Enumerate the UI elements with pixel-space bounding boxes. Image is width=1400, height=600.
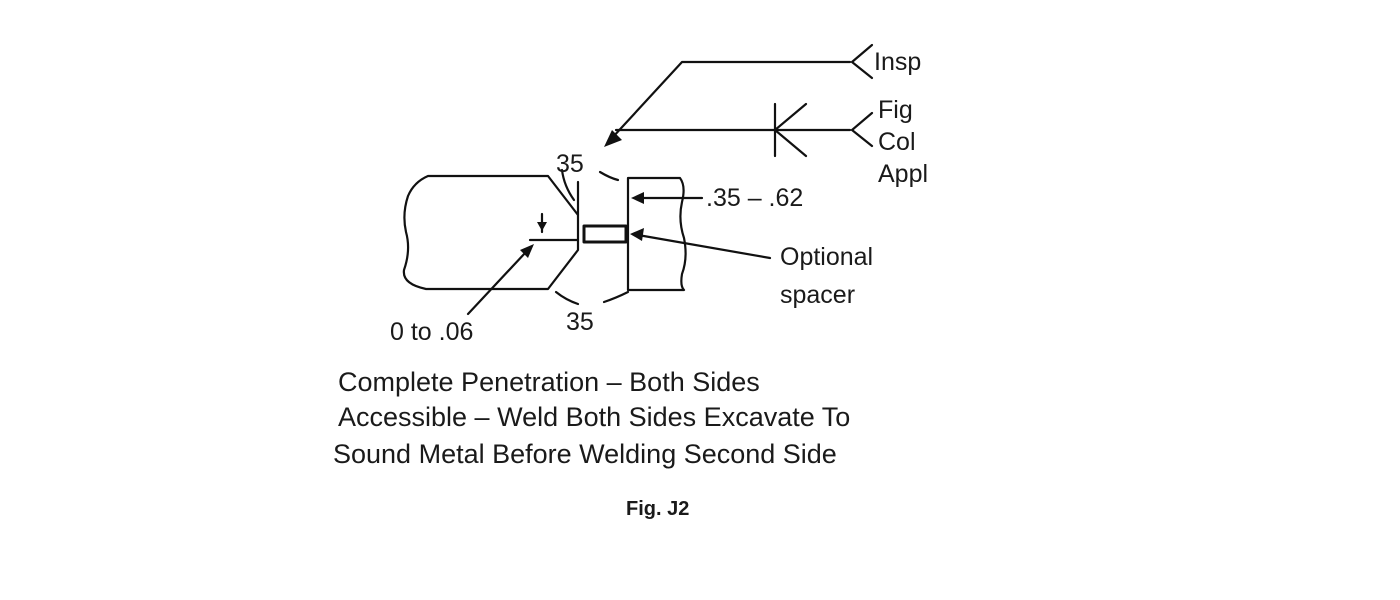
bottom-angle-dimension: 35 xyxy=(554,290,630,336)
upper-tail-icon xyxy=(850,43,874,80)
root-gap-dimension: 0 to .06 xyxy=(390,244,534,346)
root-gap-arrowhead-icon xyxy=(520,244,534,258)
thickness-arrowhead-icon xyxy=(631,192,644,204)
spacer-leader xyxy=(636,233,772,260)
bottom-angle-arc-left xyxy=(554,290,580,306)
bottom-angle-label: 35 xyxy=(566,308,594,336)
spacer-label-line2: spacer xyxy=(780,281,855,309)
caption-line1: Complete Penetration – Both Sides xyxy=(338,367,760,397)
upper-reference-line xyxy=(610,60,852,140)
spacer-label-line1: Optional xyxy=(780,243,873,271)
fig-label: Fig xyxy=(878,96,913,124)
spacer-arrowhead-icon xyxy=(630,228,644,241)
optional-spacer xyxy=(582,224,628,244)
spacer-callout: Optional spacer xyxy=(630,228,873,309)
bottom-angle-arc-right xyxy=(602,290,630,304)
left-plate-outline xyxy=(402,174,580,291)
thickness-label: .35 – .62 xyxy=(706,184,803,212)
thickness-dimension: .35 – .62 xyxy=(631,184,803,212)
top-angle-label: 35 xyxy=(556,150,584,178)
welding-symbol xyxy=(604,43,874,158)
right-plate xyxy=(626,176,687,292)
caption-line2: Accessible – Weld Both Sides Excavate To xyxy=(338,402,850,432)
figure-number: Fig. J2 xyxy=(626,498,689,520)
lower-tail-icon xyxy=(850,111,874,148)
right-plate-outline xyxy=(626,176,687,292)
root-gap-leader xyxy=(466,250,528,316)
col-label: Col xyxy=(878,128,916,156)
root-face-arrowhead-icon xyxy=(537,222,547,231)
caption-line3: Sound Metal Before Welding Second Side xyxy=(333,439,837,469)
symbol-arrowhead-icon xyxy=(604,130,622,147)
double-bevel-weld-symbol-icon xyxy=(773,102,808,158)
top-angle-arc-right xyxy=(598,170,620,182)
root-gap-label: 0 to .06 xyxy=(390,318,473,346)
top-angle-dimension: 35 xyxy=(556,150,620,217)
left-plate xyxy=(402,174,580,291)
appl-label: Appl xyxy=(878,160,928,188)
insp-label: Insp xyxy=(874,48,921,76)
top-angle-arc xyxy=(560,168,576,202)
